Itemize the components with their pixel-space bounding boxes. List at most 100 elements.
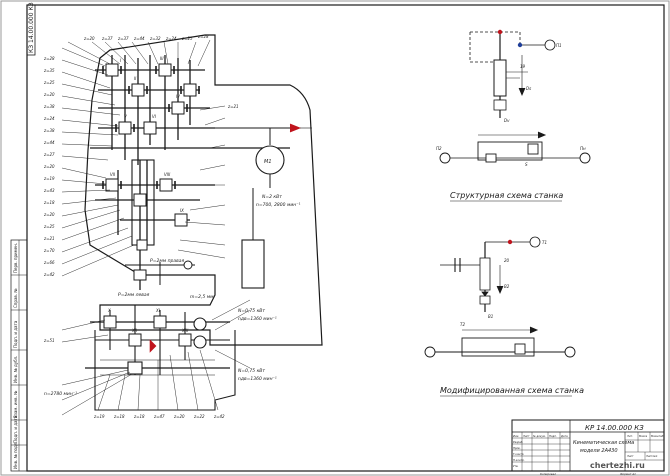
main-motor: M1: [255, 128, 285, 188]
leader-lines-top: [67, 39, 211, 67]
row-label: Т.контр.: [513, 452, 524, 456]
side-stamp-7: Инв. № подл.: [13, 441, 18, 469]
structural-table: [439, 131, 591, 164]
gear-label: z=20: [43, 212, 55, 217]
gear-label-bottom: z=19: [93, 414, 105, 419]
title-block: [511, 419, 665, 472]
machine-housing-outline: [84, 34, 323, 346]
side-stamp-1: Перв. примен.: [13, 243, 18, 273]
gear-label-top: z=32: [149, 36, 161, 41]
leader-lines-left: [61, 47, 135, 416]
structural-scheme: Dv 19 Ds П1 П2 Пн S Структурная схема ст…: [436, 29, 591, 202]
sheets-label: Листов: [645, 454, 656, 458]
gear-label: z=28: [43, 56, 55, 61]
scheme-label-dv: Dv: [504, 118, 510, 123]
row-label: Пров.: [513, 446, 521, 450]
designation-text: КР 14.00.000 КЗ: [585, 424, 644, 432]
mod-chain-dot-red: [507, 239, 513, 245]
motor1-label: N=2 кВт: [262, 194, 282, 200]
gear-label-top: z=28: [197, 34, 209, 39]
modified-table: [424, 326, 576, 358]
col-label: Подп.: [549, 434, 557, 438]
chain-dot-blue: [517, 42, 523, 48]
motor2-label: N=0,75 кВт: [238, 308, 265, 314]
structural-caption: Структурная схема станка: [450, 191, 563, 200]
gear-label: z=20: [43, 92, 55, 97]
gear-label-right: z=21: [227, 104, 239, 109]
feed-right-label: Р=2мм правая: [150, 258, 185, 264]
sheets-count: 1: [656, 454, 658, 458]
side-stamp-5: Взам. инв. №: [13, 391, 18, 418]
scheme-label-19: 19: [520, 64, 526, 69]
watermark: chertezhi.ru: [590, 461, 645, 470]
mod-label-t1: T1: [542, 240, 547, 245]
gear-label: z=27: [43, 152, 55, 157]
scale-label: Масштаб: [651, 434, 664, 438]
row-label: Утв.: [513, 464, 519, 468]
module-label: m=2,5 мм: [190, 294, 214, 300]
gear-label-top: z=37: [117, 36, 129, 41]
motor3-label: N=0,75 кВт: [238, 368, 265, 374]
counterweight: [241, 188, 265, 289]
shaft-roman: X: [107, 308, 111, 313]
shaft-roman: IX: [180, 208, 184, 213]
motor1-speed-label: n=700, 2800 мин⁻¹: [256, 202, 301, 208]
mod-label-b2: B2: [504, 284, 510, 289]
gear-label: z=70: [43, 248, 55, 253]
col-label: № докум.: [532, 435, 546, 438]
gear-label: z=38: [43, 128, 55, 133]
mod-label-20: 20: [504, 258, 510, 263]
mod-label-t2: T2: [460, 322, 465, 327]
gear-label-top: z=37: [101, 36, 113, 41]
gear-label-bottom: z=22: [193, 414, 205, 419]
modified-top-chain: [440, 236, 541, 312]
gear-label-bottom: z=47: [153, 414, 165, 419]
gear-label: z=51: [43, 338, 55, 343]
col-label: Лист: [522, 434, 530, 438]
table-mechanism: [85, 305, 230, 375]
scheme-label-p2: П2: [436, 146, 442, 151]
shaft-roman: V: [124, 114, 127, 119]
gear-label: z=42: [43, 272, 55, 277]
side-stamp-2: Справ. №: [13, 289, 18, 308]
shaft-roman: IV: [176, 94, 180, 99]
shaft-roman: II: [134, 76, 137, 81]
machine-title-line1: Кинематическая схема: [573, 440, 634, 446]
chain-dot-red: [497, 29, 503, 35]
gear-label: z=25: [43, 224, 55, 229]
gear-label-bottom: z=18: [113, 414, 125, 419]
kinematic-scheme: M1: [61, 34, 323, 416]
shaft-roman: VIII: [164, 172, 171, 177]
table-base-outline: [94, 330, 236, 411]
structural-top-chain: [469, 31, 556, 118]
side-stamp-4: Инв. № дубл.: [13, 356, 18, 383]
svg-text:M1: M1: [264, 159, 272, 165]
side-stamp-6: Подп. и дата: [13, 415, 18, 443]
shaft-roman: VI: [152, 114, 157, 119]
spindle-assembly: [125, 250, 195, 290]
right-shaft: [210, 123, 312, 133]
gear-label-bottom: z=20: [173, 414, 185, 419]
gear-label-bottom: z=18: [133, 414, 145, 419]
motor3-speed-label: nдв=1360 мин⁻¹: [238, 376, 277, 382]
gear-label: z=25: [43, 80, 55, 85]
shaft-roman: VII: [110, 172, 116, 177]
modified-scheme: 20 B1 B2 T1 T2 Модифицированная схема ст…: [424, 236, 584, 397]
mod-label-b1: B1: [488, 314, 493, 319]
gear-label: z=24: [43, 116, 55, 121]
machine-title-line2: модели 2А430: [580, 448, 618, 454]
gear-label: z=66: [43, 260, 55, 265]
gear-label: z=21: [43, 236, 55, 241]
col-label: Изм.: [513, 434, 519, 438]
scheme-label-pn: Пн: [580, 146, 586, 151]
scheme-label-s: S: [525, 162, 528, 167]
motor2-speed-label: nдв=1360 мин⁻¹: [238, 316, 277, 322]
rotated-designation-text: КЗ 14.00.000 КЗ: [28, 2, 35, 53]
side-stamp-3: Подп. и дата: [13, 320, 18, 348]
kinematic-labels: z=28 z=35 z=25 z=20 z=38 z=24 z=38 z=44 …: [43, 34, 301, 419]
shaft-roman: XIII: [181, 328, 189, 333]
side-stamp: Перв. примен. Справ. № Подп. и дата Инв.…: [10, 239, 28, 472]
shaft-roman: XI: [155, 308, 161, 313]
